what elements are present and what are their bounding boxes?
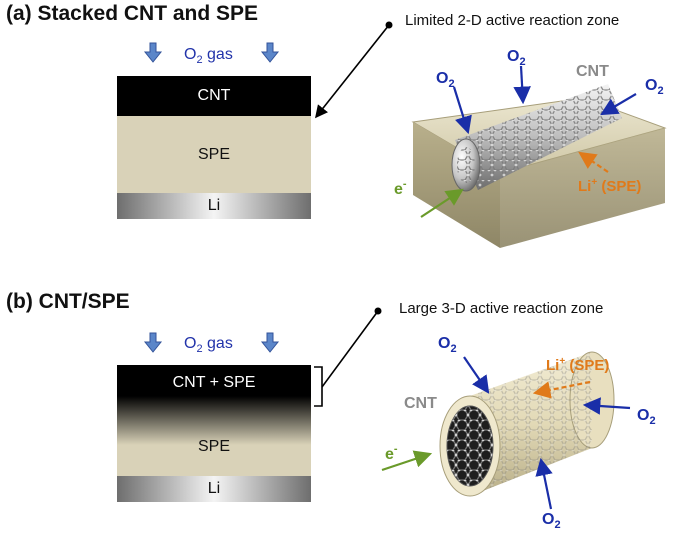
electron-arrow xyxy=(381,450,433,472)
o2-label-sub: 2 xyxy=(649,415,655,427)
o2-arrow xyxy=(582,397,631,415)
electron-arrow xyxy=(420,188,464,218)
o2-gas-o: O xyxy=(184,335,197,352)
down-arrow-icon xyxy=(260,332,280,353)
panel-b-o2-gas-label: O2 gas xyxy=(184,335,233,355)
panel-b-illustration: O2 O2 O2 CNT Li+ (SPE) e- xyxy=(381,335,656,531)
o2-label-sub: 2 xyxy=(450,343,456,355)
o2-label-sub: 2 xyxy=(657,85,663,97)
li-layer-label: Li xyxy=(207,197,221,214)
o2-arrow xyxy=(513,65,531,105)
cnt-layer: CNT xyxy=(117,76,311,116)
panel-a-layer-stack: CNT SPE Li xyxy=(117,76,311,219)
spe-layer-label: SPE xyxy=(197,145,230,163)
panel-b-title: (b) CNT/SPE xyxy=(6,290,130,313)
o2-gas-sub: 2 xyxy=(196,343,203,356)
cnt-layer-label: CNT xyxy=(197,87,231,104)
electron-sup: - xyxy=(394,443,398,455)
panel-a-zone-label: Limited 2-D active reaction zone xyxy=(405,12,620,29)
o2-label-o: O xyxy=(637,407,649,424)
panel-a-illustration: O2 O2 O2 CNT Li+ (SPE) e- xyxy=(394,48,667,248)
composite-layer: CNT + SPE xyxy=(117,365,311,476)
cnt-tube-lattice xyxy=(455,84,622,190)
o2-arrow xyxy=(463,356,490,394)
panel-b-spe-label-wrap: SPE xyxy=(117,438,311,456)
panel-b-pointer xyxy=(314,307,382,407)
electron-label: e- xyxy=(385,443,398,463)
o2-label-sub: 2 xyxy=(448,78,454,90)
panel-a-title: (a) Stacked CNT and SPE xyxy=(6,2,259,25)
panel-b-layer-stack: CNT + SPE SPE Li xyxy=(117,365,311,502)
cnt-tube-end-lattice xyxy=(447,406,493,486)
o2-label: O2 xyxy=(542,511,561,531)
cnt-tube-end-lattice xyxy=(457,147,475,183)
panel-a-o2-gas-label: O2 gas xyxy=(184,46,233,66)
o2-gas-suffix: gas xyxy=(202,335,233,352)
electron-e: e xyxy=(385,446,394,463)
o2-arrow xyxy=(535,457,553,510)
spe-slab-right xyxy=(500,128,665,248)
cnt-label: CNT xyxy=(404,395,437,412)
li-ion-label: Li+ (SPE) xyxy=(546,356,609,374)
li-ion-arrow xyxy=(578,151,609,173)
li-layer-label: Li xyxy=(207,480,221,497)
li-suffix: (SPE) xyxy=(565,357,609,374)
o2-arrow xyxy=(452,86,472,135)
li-label: Li xyxy=(546,357,559,374)
li-sup: + xyxy=(559,356,565,367)
pointer-line xyxy=(315,24,390,119)
pointer-line xyxy=(321,310,379,388)
panel-a-gas-arrows xyxy=(143,42,280,63)
li-suffix: (SPE) xyxy=(597,178,641,195)
o2-label: O2 xyxy=(645,77,664,97)
down-arrow-icon xyxy=(260,42,280,63)
electron-sup: - xyxy=(403,178,407,190)
cnt-label: CNT xyxy=(576,63,609,80)
li-ion-label: Li+ (SPE) xyxy=(578,177,641,195)
spe-layer: SPE xyxy=(117,116,311,193)
o2-label-o: O xyxy=(645,77,657,94)
o2-label-sub: 2 xyxy=(554,519,560,531)
electron-e: e xyxy=(394,181,403,198)
o2-label-o: O xyxy=(438,335,450,352)
li-layer: Li xyxy=(117,476,311,502)
o2-label-o: O xyxy=(436,70,448,87)
li-ion-arrow xyxy=(532,380,591,399)
o2-label: O2 xyxy=(438,335,457,355)
o2-arrow xyxy=(600,93,637,116)
down-arrow-icon xyxy=(143,42,163,63)
electron-label: e- xyxy=(394,178,407,198)
o2-gas-suffix: gas xyxy=(202,46,233,63)
o2-label: O2 xyxy=(507,48,526,68)
o2-gas-o: O xyxy=(184,46,197,63)
panel-a-pointer xyxy=(315,21,393,119)
down-arrow-icon xyxy=(143,332,163,353)
panel-b-gas-arrows xyxy=(143,332,280,353)
panel-b-zone-label: Large 3-D active reaction zone xyxy=(399,300,604,317)
o2-label-o: O xyxy=(542,511,554,528)
li-sup: + xyxy=(591,177,597,188)
o2-label: O2 xyxy=(637,407,656,427)
composite-layer-label: CNT + SPE xyxy=(172,374,256,391)
li-label: Li xyxy=(578,178,591,195)
bracket xyxy=(314,366,323,407)
o2-gas-sub: 2 xyxy=(196,54,203,67)
o2-label-o: O xyxy=(507,48,519,65)
li-layer: Li xyxy=(117,193,311,219)
o2-label-sub: 2 xyxy=(519,56,525,68)
spe-layer-label: SPE xyxy=(197,438,230,455)
cnt-inner-lattice xyxy=(470,352,592,496)
o2-label: O2 xyxy=(436,70,455,90)
